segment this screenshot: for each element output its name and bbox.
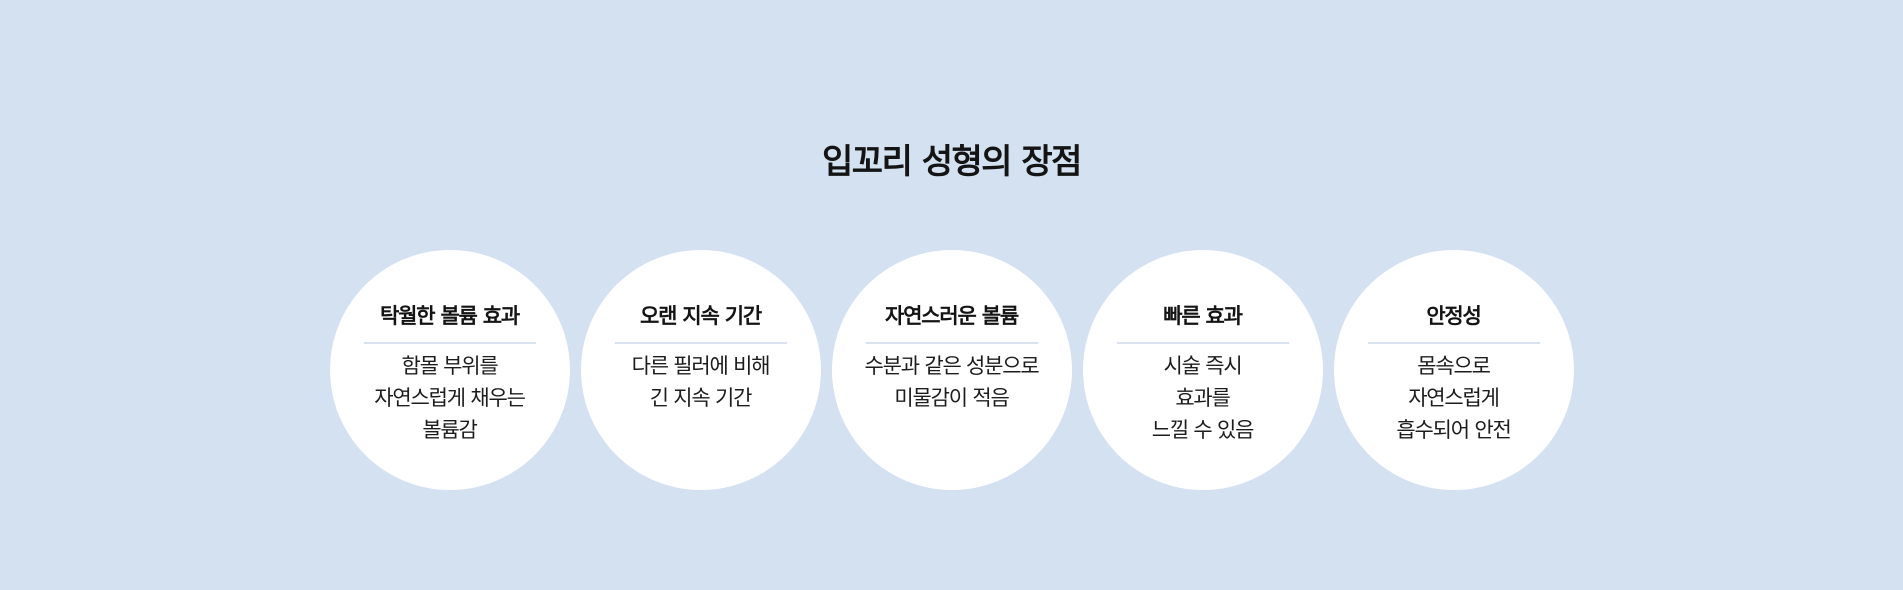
benefit-description-line: 자연스럽게 채우는	[374, 386, 526, 410]
benefit-card-fast: 빠른 효과 시술 즉시 효과를 느낄 수 있음	[1082, 250, 1323, 490]
benefit-list: 탁월한 볼륨 효과 함몰 부위를 자연스럽게 채우는 볼륨감 오랜 지속 기간 …	[0, 250, 1903, 490]
benefit-description: 수분과 같은 성분으로 미물감이 적음	[864, 350, 1039, 414]
benefit-description: 시술 즉시 효과를 느낄 수 있음	[1151, 350, 1255, 446]
benefit-description-line: 미물감이 적음	[894, 386, 1009, 410]
benefit-title: 안정성	[1426, 304, 1482, 328]
page-title: 입꼬리 성형의 장점	[822, 142, 1082, 182]
benefit-description: 함몰 부위를 자연스럽게 채우는 볼륨감	[374, 350, 526, 446]
benefit-description-line: 함몰 부위를	[401, 354, 498, 378]
benefit-description-line: 흡수되어 안전	[1396, 418, 1511, 442]
benefit-description-line: 느낄 수 있음	[1151, 418, 1255, 442]
benefit-description-line: 볼륨감	[422, 418, 478, 442]
benefit-description-line: 효과를	[1175, 386, 1231, 410]
benefit-title: 탁월한 볼륨 효과	[379, 304, 520, 328]
benefit-divider	[1367, 342, 1540, 344]
benefit-divider	[363, 342, 536, 344]
benefit-description: 다른 필러에 비해 긴 지속 기간	[631, 350, 771, 414]
benefit-description-line: 자연스럽게	[1408, 386, 1500, 410]
benefit-title: 오랜 지속 기간	[640, 304, 762, 328]
benefit-card-volume: 탁월한 볼륨 효과 함몰 부위를 자연스럽게 채우는 볼륨감	[329, 250, 570, 490]
benefit-description-line: 수분과 같은 성분으로	[864, 354, 1039, 378]
benefit-description-line: 시술 즉시	[1163, 354, 1243, 378]
benefit-card-safety: 안정성 몸속으로 자연스럽게 흡수되어 안전	[1333, 250, 1574, 490]
benefit-divider	[614, 342, 787, 344]
benefit-card-duration: 오랜 지속 기간 다른 필러에 비해 긴 지속 기간	[580, 250, 821, 490]
benefit-description: 몸속으로 자연스럽게 흡수되어 안전	[1396, 350, 1511, 446]
benefit-divider	[865, 342, 1038, 344]
benefit-description-line: 긴 지속 기간	[649, 386, 753, 410]
benefit-description-line: 다른 필러에 비해	[631, 354, 771, 378]
benefit-card-natural: 자연스러운 볼륨 수분과 같은 성분으로 미물감이 적음	[831, 250, 1072, 490]
benefit-description-line: 몸속으로	[1417, 354, 1491, 378]
benefit-title: 빠른 효과	[1163, 304, 1243, 328]
benefit-divider	[1116, 342, 1289, 344]
benefit-title: 자연스러운 볼륨	[885, 304, 1019, 328]
